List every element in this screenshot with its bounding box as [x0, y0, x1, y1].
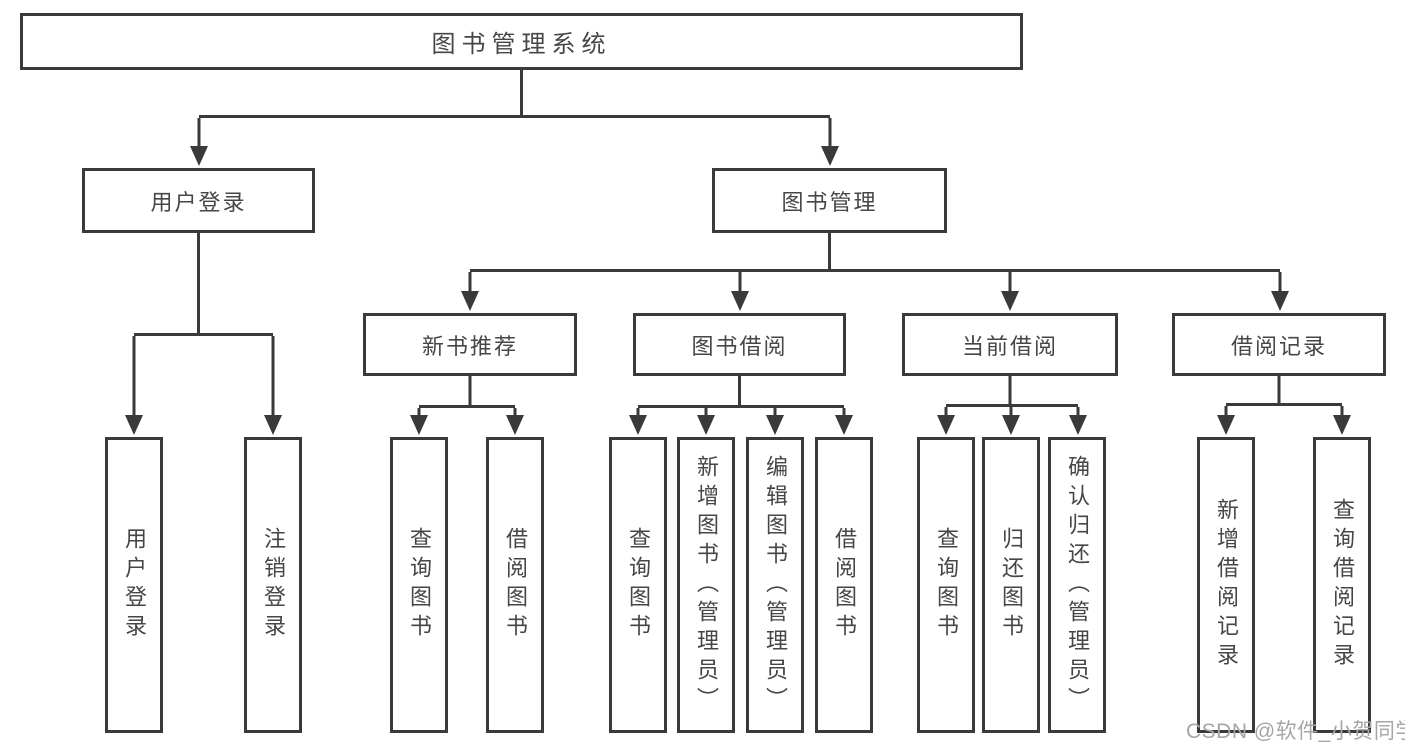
node-label: 借阅记录: [1230, 333, 1327, 359]
node-label: 新增借阅记录: [1214, 498, 1239, 672]
node-label: 图书借阅: [691, 333, 788, 359]
node-label: 编辑图书（管理员）: [763, 454, 788, 716]
node-label: 图书管理: [781, 189, 878, 215]
node-label: 用户登录: [150, 189, 247, 215]
node-label: 借阅图书: [503, 527, 528, 643]
leaf-borrow-books-recommend: 借阅图书: [486, 437, 544, 733]
leaf-edit-book-admin: 编辑图书（管理员）: [746, 437, 804, 733]
leaf-confirm-return-admin: 确认归还（管理员）: [1048, 437, 1106, 733]
node-label: 新书推荐: [421, 333, 518, 359]
node-book-borrow: 图书借阅: [633, 313, 846, 376]
leaf-query-borrow-record: 查询借阅记录: [1313, 437, 1371, 733]
leaf-add-borrow-record: 新增借阅记录: [1197, 437, 1255, 733]
leaf-query-books-borrow: 查询图书: [609, 437, 667, 733]
node-label: 用户登录: [122, 527, 147, 643]
node-label: 查询图书: [407, 527, 432, 643]
node-label: 查询图书: [934, 527, 959, 643]
node-label: 查询图书: [626, 527, 651, 643]
leaf-user-login: 用户登录: [105, 437, 163, 733]
leaf-return-book: 归还图书: [982, 437, 1040, 733]
node-label: 查询借阅记录: [1330, 498, 1355, 672]
leaf-query-books-recommend: 查询图书: [390, 437, 448, 733]
node-user-login-module: 用户登录: [82, 168, 315, 233]
leaf-query-books-current: 查询图书: [917, 437, 975, 733]
leaf-logout: 注销登录: [244, 437, 302, 733]
node-label: 注销登录: [261, 527, 286, 643]
node-label: 归还图书: [999, 527, 1024, 643]
node-current-borrow: 当前借阅: [902, 313, 1118, 376]
node-book-management-module: 图书管理: [712, 168, 947, 233]
leaf-add-book-admin: 新增图书（管理员）: [677, 437, 735, 733]
node-label: 当前借阅: [961, 333, 1058, 359]
node-new-book-recommend: 新书推荐: [363, 313, 577, 376]
node-label: 确认归还（管理员）: [1065, 454, 1090, 716]
node-label: 新增图书（管理员）: [694, 454, 719, 716]
leaf-borrow-books: 借阅图书: [815, 437, 873, 733]
arrowheads: [125, 146, 1351, 435]
node-label: 图书管理系统: [431, 31, 612, 58]
csdn-watermark: CSDN @软件_小贺同学: [1186, 720, 1405, 743]
node-system-root: 图书管理系统: [20, 13, 1023, 70]
node-borrow-records: 借阅记录: [1172, 313, 1386, 376]
node-label: 借阅图书: [832, 527, 857, 643]
